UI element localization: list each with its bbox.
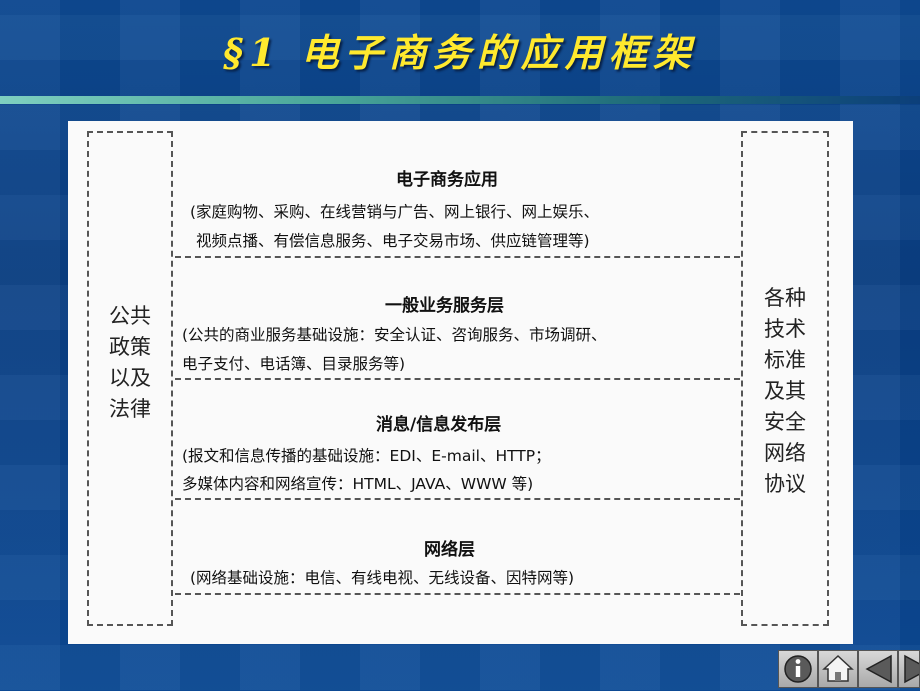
policy-law-line: 政策 xyxy=(109,335,151,359)
standards-line: 及其 xyxy=(764,379,806,403)
standards-line: 技术 xyxy=(764,317,806,341)
layer-desc-line: 多媒体内容和网络宣传：HTML、JAVA、WWW 等) xyxy=(182,475,534,493)
policy-law-label: 公共 政策 以及 法律 xyxy=(89,301,171,425)
standards-line: 协议 xyxy=(764,472,806,496)
layer-title-application: 电子商务应用 xyxy=(396,170,498,190)
policy-law-box: 公共 政策 以及 法律 xyxy=(87,131,173,626)
standards-protocols-box: 各种 技术 标准 及其 安全 网络 协议 xyxy=(741,131,829,626)
layer-divider xyxy=(175,256,740,258)
layer-divider xyxy=(175,593,740,595)
layer-desc-line: (家庭购物、采购、在线营销与广告、网上银行、网上娱乐、 xyxy=(190,203,600,221)
triangle-right-icon xyxy=(904,654,919,684)
layer-title-messaging: 消息/信息发布层 xyxy=(376,415,502,435)
layer-desc-line: (网络基础设施：电信、有线电视、无线设备、因特网等) xyxy=(190,569,575,587)
title-divider xyxy=(0,96,920,104)
policy-law-line: 以及 xyxy=(109,366,151,390)
info-button[interactable] xyxy=(778,650,818,688)
standards-line: 标准 xyxy=(764,348,806,372)
standards-protocols-label: 各种 技术 标准 及其 安全 网络 协议 xyxy=(743,283,827,500)
triangle-left-icon xyxy=(865,654,892,684)
layer-desc-line: (报文和信息传播的基础设施：EDI、E-mail、HTTP； xyxy=(182,447,551,465)
previous-button[interactable] xyxy=(858,650,898,688)
layer-title-business-services: 一般业务服务层 xyxy=(385,296,504,316)
layer-divider xyxy=(175,498,740,500)
next-button[interactable] xyxy=(898,650,920,688)
framework-diagram: 公共 政策 以及 法律 各种 技术 标准 及其 安全 网络 协议 电子商务应用 … xyxy=(68,121,853,644)
policy-law-line: 法律 xyxy=(109,397,151,421)
layer-desc-line: (公共的商业服务基础设施：安全认证、咨询服务、市场调研、 xyxy=(182,326,607,344)
layer-desc-line: 电子支付、电话簿、目录服务等) xyxy=(182,355,406,373)
standards-line: 网络 xyxy=(764,441,806,465)
layer-title-network: 网络层 xyxy=(424,540,475,560)
info-icon xyxy=(784,655,812,683)
layer-divider xyxy=(175,378,740,380)
slide-title: §1 电子商务的应用框架 xyxy=(223,30,697,75)
standards-line: 安全 xyxy=(764,410,806,434)
home-button[interactable] xyxy=(818,650,858,688)
policy-law-line: 公共 xyxy=(109,304,151,328)
standards-line: 各种 xyxy=(764,286,806,310)
home-icon xyxy=(822,654,854,682)
layer-desc-line: 视频点播、有偿信息服务、电子交易市场、供应链管理等) xyxy=(196,232,590,250)
